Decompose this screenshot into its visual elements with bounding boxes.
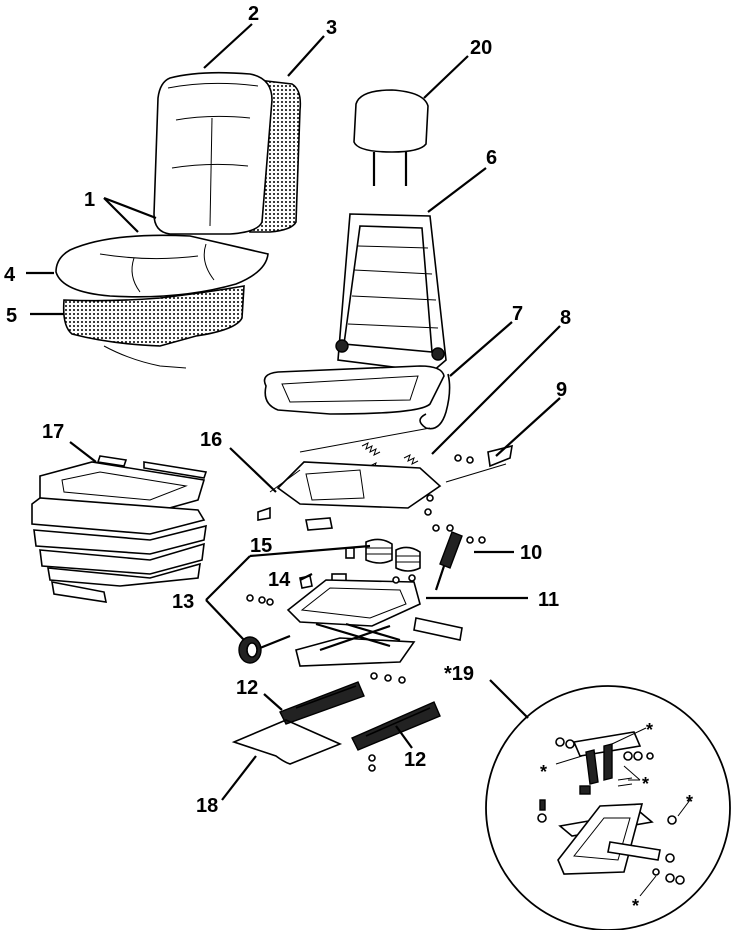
part-scissor-suspension bbox=[286, 574, 463, 684]
part-seat-pan bbox=[62, 285, 245, 369]
label-part-20: 20 bbox=[470, 37, 492, 59]
detail-asterisk-3: * bbox=[642, 774, 649, 794]
label-part-10: 10 bbox=[520, 542, 542, 564]
leader-lines bbox=[26, 23, 691, 897]
part-shock-absorber bbox=[434, 531, 486, 591]
label-part-12-upper: 12 bbox=[236, 677, 258, 699]
label-part-1: 1 bbox=[84, 189, 95, 211]
part-adjustment-knob bbox=[238, 634, 291, 664]
detail-asterisks: * * * * * bbox=[540, 720, 693, 916]
part-upper-mechanism bbox=[257, 461, 454, 532]
detail-asterisk-4: * bbox=[686, 792, 693, 812]
part-bellows-base bbox=[31, 455, 208, 603]
detail-asterisk-2: * bbox=[540, 762, 547, 782]
label-part-5: 5 bbox=[6, 305, 17, 327]
part-backrest-frame bbox=[263, 213, 447, 415]
label-part-14: 14 bbox=[268, 569, 291, 591]
label-part-15: 15 bbox=[250, 535, 272, 557]
part-wire-bracket bbox=[231, 719, 343, 765]
label-part-16: 16 bbox=[200, 429, 222, 451]
label-part-4: 4 bbox=[4, 264, 16, 286]
label-part-3: 3 bbox=[326, 17, 337, 39]
label-part-9: 9 bbox=[556, 379, 567, 401]
part-headrest bbox=[353, 89, 429, 186]
detail-asterisk-5: * bbox=[632, 896, 639, 916]
detail-asterisk-1: * bbox=[646, 720, 653, 740]
label-part-11: 11 bbox=[538, 589, 559, 611]
label-part-7: 7 bbox=[512, 303, 523, 325]
label-part-8: 8 bbox=[560, 307, 571, 329]
label-part-18: 18 bbox=[196, 795, 218, 817]
label-part-19: *19 bbox=[444, 663, 474, 685]
label-part-12-lower: 12 bbox=[404, 749, 426, 771]
label-part-17: 17 bbox=[42, 421, 64, 443]
part-suspension-springs bbox=[331, 538, 421, 583]
label-part-2: 2 bbox=[248, 3, 259, 25]
part-labels: 2 3 20 6 1 4 5 7 8 9 16 17 10 15 14 13 1… bbox=[4, 3, 571, 817]
label-part-6: 6 bbox=[486, 147, 497, 169]
part-backrest bbox=[153, 71, 273, 235]
detail-circle bbox=[485, 685, 731, 930]
part-cable bbox=[299, 373, 451, 453]
label-part-13: 13 bbox=[172, 591, 194, 613]
